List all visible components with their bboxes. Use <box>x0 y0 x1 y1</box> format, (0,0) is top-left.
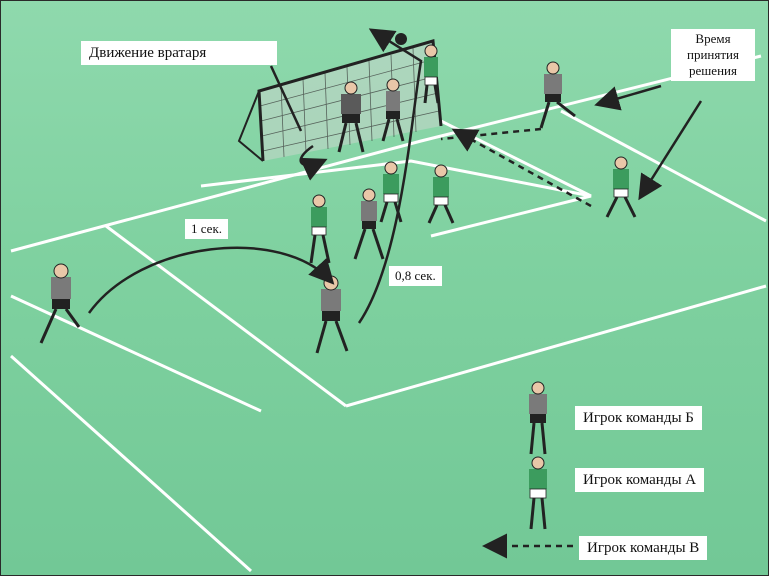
ball <box>395 33 407 45</box>
goalkeeper <box>337 81 365 153</box>
legend-player-a <box>529 456 547 530</box>
time-one-second-label: 1 сек. <box>185 219 229 239</box>
player-b-header <box>315 275 349 354</box>
player-a-left <box>309 194 331 264</box>
player-b-goalmouth <box>381 78 405 142</box>
near-line <box>9 354 253 573</box>
legend-team-b-label: Игрок команды Б <box>575 406 702 430</box>
player-a-near-goal <box>423 44 440 104</box>
legend-team-a-label: Игрок команды А <box>575 468 705 492</box>
player-a-mid-2 <box>427 164 455 224</box>
legend-team-v-label: Игрок команды В <box>579 536 708 560</box>
team-b-players <box>39 61 576 354</box>
legend-figures <box>482 381 573 559</box>
header-trajectory-arrow <box>357 28 423 324</box>
decision-time-line3: решения <box>689 63 737 78</box>
goalkeeper-movement-label: Движение вратаря <box>81 41 277 65</box>
time-point-eight-label: 0,8 сек. <box>389 266 442 286</box>
pass-dashed-arrow <box>451 128 592 208</box>
player-b-mid <box>353 188 385 260</box>
goalkeeper-rotation-arrow <box>299 144 328 181</box>
player-b-crosser <box>39 263 81 344</box>
pass-dashed-arrow-2 <box>440 127 542 141</box>
penalty-box-front <box>345 284 767 408</box>
goalkeeper-label-pointer <box>269 65 303 132</box>
decision-time-label: Время принятия решения <box>671 29 755 81</box>
player-a-mid-1 <box>379 161 403 223</box>
decision-arrow-upper <box>594 84 662 111</box>
decision-time-line1: Время <box>695 31 731 46</box>
far-touch-line <box>560 109 767 223</box>
goal-line <box>10 54 762 253</box>
player-a-right <box>605 156 637 218</box>
decision-arrow-lower <box>638 100 703 201</box>
legend-player-b <box>529 381 547 455</box>
decision-time-line2: принятия <box>687 47 739 62</box>
cross-trajectory-arrow <box>87 246 335 314</box>
trajectory-arrows <box>87 28 703 324</box>
player-b-runner <box>539 61 576 129</box>
team-a-players <box>309 44 637 264</box>
penalty-box-side <box>105 224 347 408</box>
